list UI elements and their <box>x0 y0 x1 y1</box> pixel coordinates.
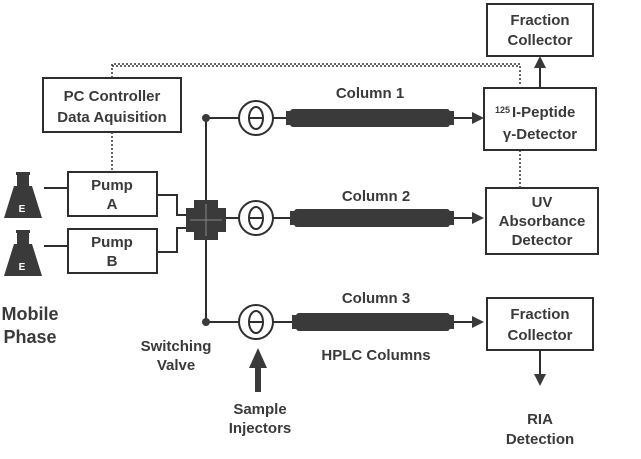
pump-b-box: Pump B <box>67 228 158 274</box>
injector-1-icon <box>238 100 274 136</box>
uv-detector-line1: UV <box>532 194 553 211</box>
fraction-collector-bottom-line2: Collector <box>507 327 572 344</box>
control-line-top-2 <box>112 65 521 86</box>
column-2-label: Column 2 <box>342 188 410 205</box>
fraction-collector-top-line2: Collector <box>507 32 572 49</box>
arrow-to-collector <box>534 56 546 68</box>
arrow-to-ria <box>534 374 546 386</box>
svg-text:E: E <box>19 262 26 273</box>
pump-a-line2: A <box>107 196 118 213</box>
uv-detector-box: UV Absorbance Detector <box>485 187 599 255</box>
svg-text:E: E <box>19 204 26 215</box>
flask-b-icon: E <box>4 230 42 276</box>
arrow-injector-shaft <box>255 366 261 392</box>
arrow-col-3 <box>472 316 484 328</box>
pump-b-line1: Pump <box>91 234 133 251</box>
arrowheads <box>249 56 546 392</box>
control-line-top <box>111 63 520 78</box>
switching-valve-line2: Valve <box>157 357 195 374</box>
gamma-detector-line1: I-Peptide <box>512 104 575 121</box>
switching-valve-line1: Switching <box>141 338 212 355</box>
gamma-detector-sup: 125 <box>495 105 510 115</box>
arrow-col-2 <box>472 212 484 224</box>
injector-2-icon <box>238 200 274 236</box>
junction-dot-1 <box>202 114 210 122</box>
pump-b-line2: B <box>107 253 118 270</box>
flask-a-icon: E <box>4 172 42 218</box>
column-1-icon <box>286 109 454 127</box>
arrow-injector <box>249 348 267 368</box>
pump-a-line1: Pump <box>91 177 133 194</box>
pump-b-line <box>157 227 188 253</box>
column-3-icon <box>292 313 454 331</box>
fraction-collector-bottom-box: Fraction Collector <box>486 297 594 351</box>
fraction-collector-top-box: Fraction Collector <box>486 3 594 57</box>
arrow-col-1 <box>472 112 484 124</box>
column-3-label: Column 3 <box>342 290 410 307</box>
fraction-collector-top-line1: Fraction <box>510 12 569 29</box>
uv-detector-line2: Absorbance <box>499 213 586 230</box>
hplc-columns-label: HPLC Columns <box>321 347 430 364</box>
uv-detector-line3: Detector <box>512 232 573 249</box>
gamma-detector-box: 125 I-Peptide γ-Detector <box>483 87 597 151</box>
pc-controller-line2: Data Aquisition <box>57 109 166 126</box>
fraction-collector-bottom-line1: Fraction <box>510 306 569 323</box>
pc-controller-box: PC Controller Data Aquisition <box>42 77 182 133</box>
ria-detection-line2: Detection <box>506 431 574 448</box>
pc-controller-line1: PC Controller <box>64 88 161 105</box>
pump-a-box: Pump A <box>67 171 158 217</box>
sample-injectors-line1: Sample <box>233 401 286 418</box>
column-2-icon <box>290 209 454 227</box>
pump-a-line <box>157 194 188 216</box>
sample-injectors-line2: Injectors <box>229 420 292 437</box>
junction-dot-3 <box>202 318 210 326</box>
injector-3-icon <box>238 304 274 340</box>
mobile-phase-line1: Mobile <box>2 304 59 324</box>
gamma-detector-line2: γ-Detector <box>503 126 577 143</box>
mobile-phase-line2: Phase <box>3 327 56 347</box>
ria-detection-line1: RIA <box>527 411 553 428</box>
column-1-label: Column 1 <box>336 85 404 102</box>
switching-valve-icon <box>186 200 226 240</box>
